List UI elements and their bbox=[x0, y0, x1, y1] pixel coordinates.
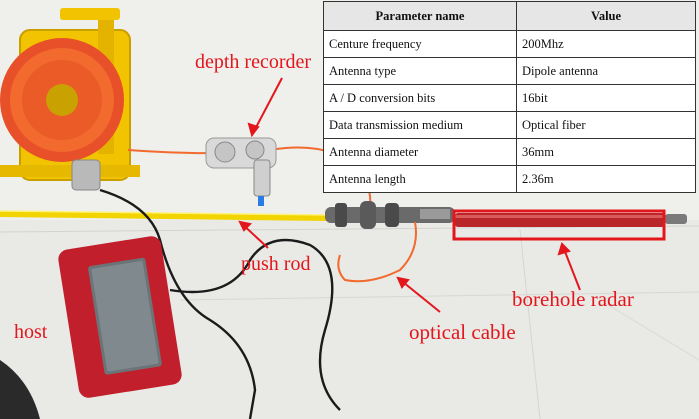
table-cell: 2.36m bbox=[516, 165, 696, 193]
reel-connector bbox=[71, 159, 101, 191]
table-row: Antenna type Dipole antenna bbox=[323, 57, 696, 85]
optical-cable-line bbox=[337, 221, 417, 283]
arrow-borehole-radar-head bbox=[557, 242, 571, 256]
table-row: A / D conversion bits 16bit bbox=[323, 84, 696, 112]
table-row: Antenna diameter 36mm bbox=[323, 138, 696, 166]
arrow-optical-cable-head bbox=[396, 276, 410, 289]
arrow-depth-recorder-head bbox=[247, 122, 260, 138]
table-row: Centure frequency 200Mhz bbox=[323, 30, 696, 58]
black-cable bbox=[99, 188, 257, 419]
table-cell: Antenna type bbox=[323, 57, 517, 85]
table-cell: A / D conversion bits bbox=[323, 84, 517, 112]
column-header-value: Value bbox=[516, 1, 696, 31]
parameter-table: Parameter name Value Centure frequency 2… bbox=[323, 1, 696, 193]
label-depth-recorder: depth recorder bbox=[195, 51, 312, 73]
dark-corner bbox=[0, 360, 40, 419]
annotation-arrows bbox=[238, 77, 581, 313]
table-cell: 36mm bbox=[516, 138, 696, 166]
table-cell: Antenna length bbox=[323, 165, 517, 193]
arrow-depth-recorder bbox=[251, 77, 283, 136]
label-push-rod: push rod bbox=[241, 253, 311, 275]
table-cell: Optical fiber bbox=[516, 111, 696, 139]
tile-seam bbox=[519, 229, 541, 419]
table-cell: Dipole antenna bbox=[516, 57, 696, 85]
borehole-radar-highlight-box bbox=[452, 209, 666, 241]
table-cell: Data transmission medium bbox=[323, 111, 517, 139]
tile-seam bbox=[179, 291, 699, 301]
table-row: Data transmission medium Optical fiber bbox=[323, 111, 696, 139]
table-cell: 16bit bbox=[516, 84, 696, 112]
arrow-push-rod-head bbox=[238, 220, 253, 232]
label-borehole-radar: borehole radar bbox=[512, 287, 634, 311]
column-header-parameter: Parameter name bbox=[323, 1, 517, 31]
tile-seam bbox=[599, 299, 699, 361]
table-cell: Centure frequency bbox=[323, 30, 517, 58]
cable-reel bbox=[0, 8, 140, 191]
table-header-row: Parameter name Value bbox=[323, 1, 696, 31]
label-host: host bbox=[14, 321, 48, 343]
host-device bbox=[58, 236, 182, 398]
push-rod-line bbox=[0, 211, 331, 221]
depth-recorder-device bbox=[205, 137, 277, 206]
table-cell: Antenna diameter bbox=[323, 138, 517, 166]
table-cell: 200Mhz bbox=[516, 30, 696, 58]
probe-connector-string bbox=[325, 201, 455, 229]
table-row: Antenna length 2.36m bbox=[323, 165, 696, 193]
label-optical-cable: optical cable bbox=[409, 320, 516, 344]
